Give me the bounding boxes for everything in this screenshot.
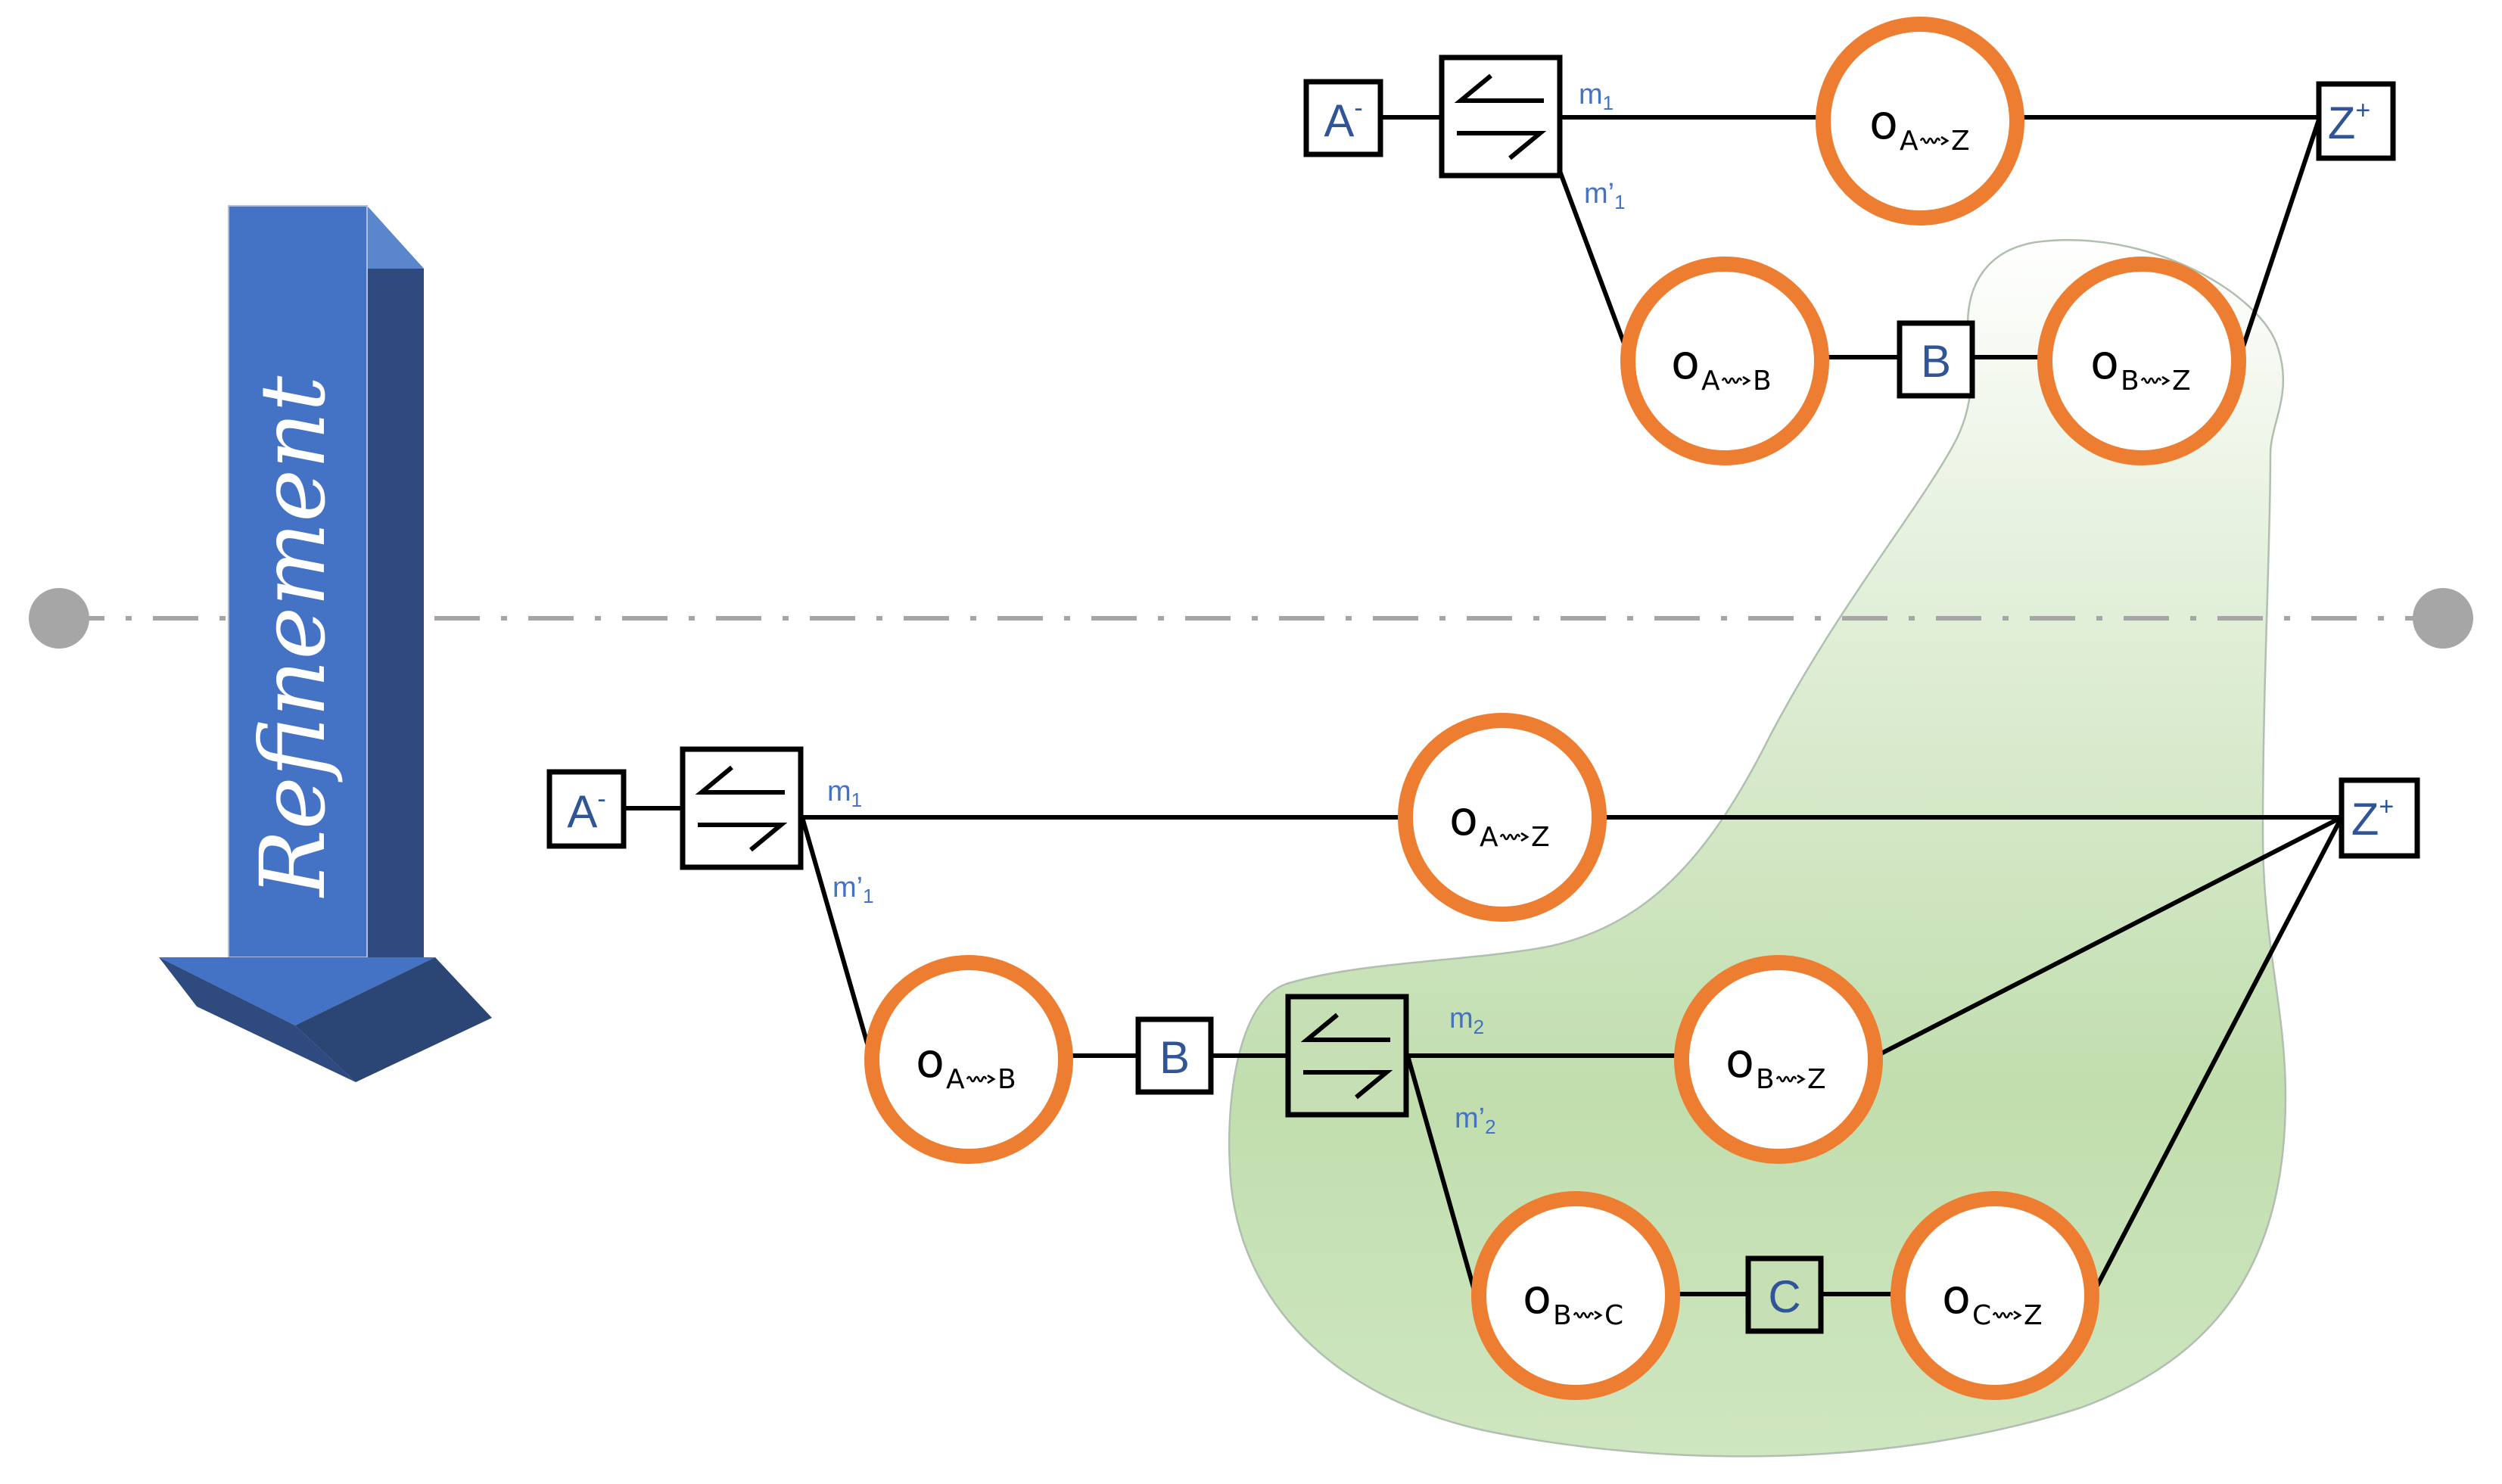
refined-level: A- m1 m’1 m2 m’2 o A Z o A [546,713,2420,1400]
svg-text:Z: Z [1807,1064,1826,1095]
svg-text:o: o [2090,334,2119,390]
svg-text:B: B [1753,366,1772,397]
svg-text:A: A [946,1064,965,1095]
refined-region [1228,238,2287,1458]
top-state-goal: Z+ [2316,81,2396,161]
refined-state-goal: Z+ [2339,777,2420,859]
top-mode-m1: m1 [1579,79,1614,114]
edge-m1p [1558,170,1631,357]
refined-state-b: B [1135,1016,1214,1095]
top-operator-a-z: o A Z [1816,17,2024,226]
top-state-start: A- [1303,79,1383,157]
svg-text:C: C [1768,1271,1800,1322]
swap-arrows-icon [1300,1013,1393,1100]
refined-mode-m2-prime: m’2 [1455,1103,1496,1138]
top-operator-b-z: o B Z [2037,257,2246,465]
svg-text:o: o [1726,1033,1754,1088]
swap-arrows-icon [1454,73,1547,160]
svg-text:o: o [1449,791,1478,846]
refinement-arrow: Refinement [159,205,492,1082]
svg-text:B: B [997,1064,1016,1095]
svg-text:B: B [1756,1064,1775,1095]
svg-text:B: B [2121,366,2139,397]
edge-bz-goal [2238,119,2321,356]
svg-text:Z: Z [2172,366,2191,397]
svg-text:A-: A- [567,785,605,837]
svg-text:B: B [1159,1032,1190,1083]
svg-text:Z+: Z+ [2328,96,2371,148]
refined-edges [625,806,2344,1296]
top-state-b: B [1897,320,1975,399]
svg-text:A: A [1900,126,1919,157]
separator-left-dot [29,588,89,649]
refined-operator-b-z: o B Z [1674,955,1883,1164]
refined-operator-b-c: o B C [1471,1191,1680,1400]
svg-text:A: A [1480,822,1498,853]
svg-text:Z: Z [2024,1300,2043,1331]
level-separator [29,588,2473,649]
svg-text:B: B [1921,336,1951,387]
refined-choice-box-2 [1285,994,1409,1118]
svg-text:o: o [916,1033,944,1088]
svg-text:Z+: Z+ [2351,792,2395,845]
refined-mode-m1-prime: m’1 [832,872,874,907]
svg-text:o: o [1523,1269,1551,1324]
top-operator-a-b: o A B [1620,257,1829,465]
edge-m1p [800,817,873,1055]
refined-mode-m2: m2 [1449,1003,1484,1038]
edge-cz-goal [2093,816,2344,1292]
refined-operator-a-b: o A B [864,955,1073,1164]
refinement-label: Refinement [241,375,345,898]
refined-operator-c-z: o C Z [1891,1191,2099,1400]
separator-right-dot [2413,588,2473,649]
top-level: A- m1 m’1 o A Z o A B [1303,17,2396,465]
svg-text:o: o [1869,95,1898,150]
svg-text:o: o [1942,1269,1971,1324]
refined-state-start: A- [546,769,627,849]
top-state-start-label: A- [1324,94,1362,146]
top-mode-m1-prime: m’1 [1584,178,1626,213]
top-edges [1382,115,2321,359]
refined-choice-box-1 [680,746,804,870]
svg-text:B: B [1553,1300,1572,1331]
svg-text:A: A [1701,366,1720,397]
svg-text:C: C [1972,1300,1991,1331]
svg-text:o: o [1671,334,1700,390]
refined-operator-a-z: o A Z [1398,713,1607,922]
swap-arrows-icon [695,765,788,852]
edge-m2p [1405,1055,1477,1291]
edge-bz-goal [1875,815,2343,1058]
svg-text:C: C [1604,1300,1623,1331]
svg-text:Z: Z [1951,126,1970,157]
refined-mode-m1: m1 [827,776,862,811]
top-choice-box [1439,54,1563,179]
refined-state-c: C [1745,1255,1824,1334]
svg-text:Z: Z [1531,822,1550,853]
